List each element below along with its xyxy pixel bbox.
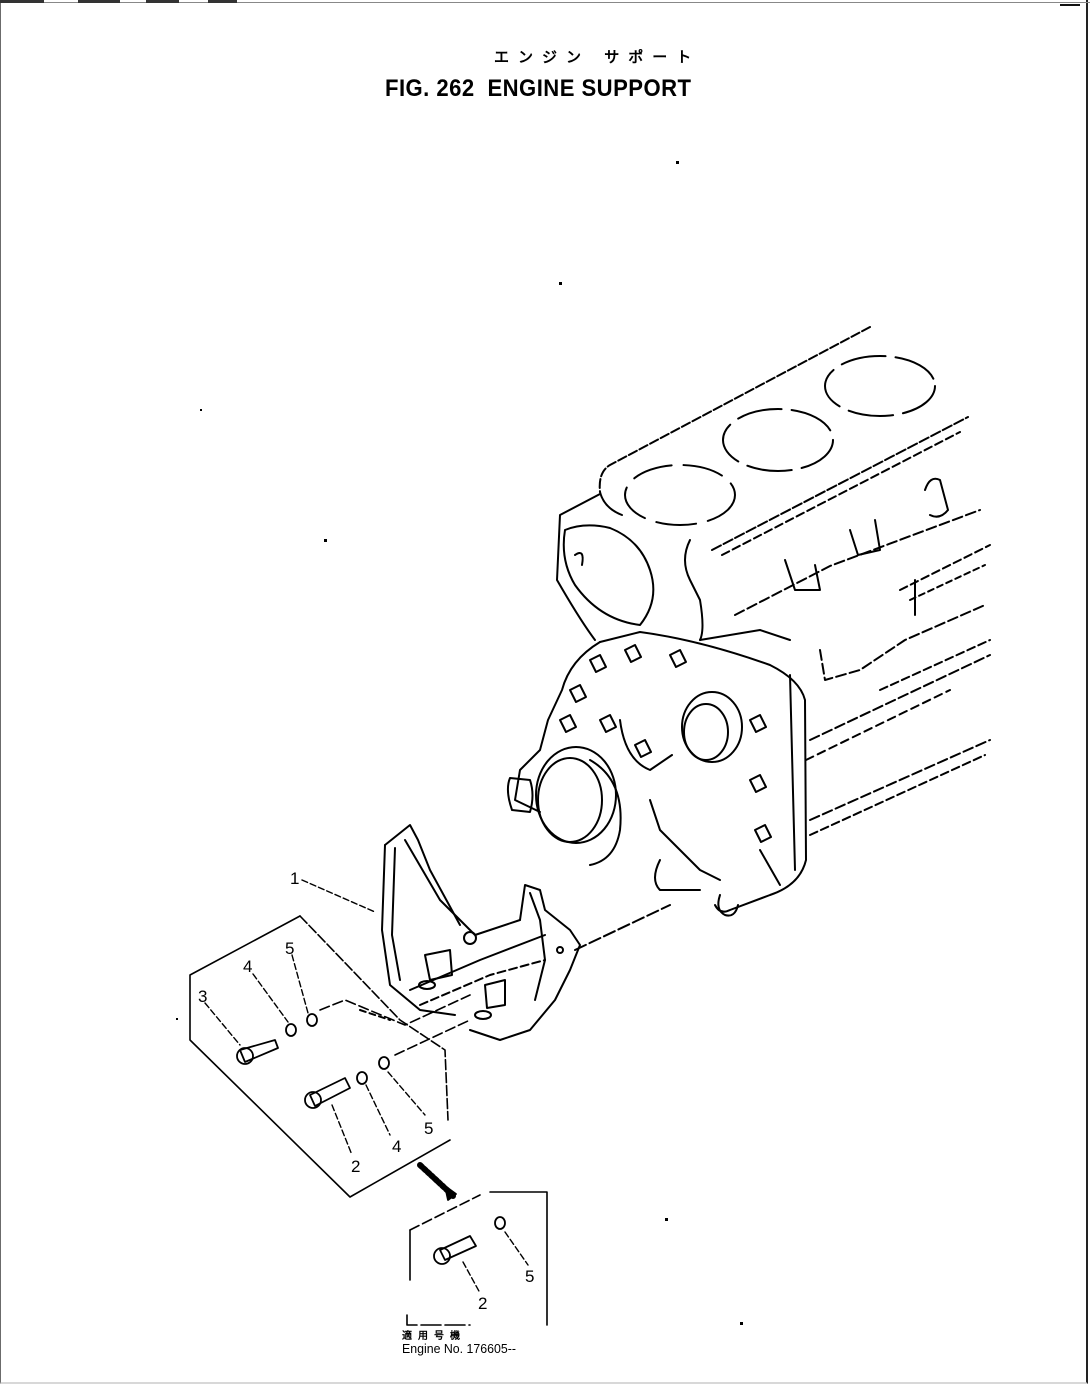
callout-5: 5: [525, 1267, 535, 1286]
top-border-segment: [208, 0, 237, 3]
callout-5: 5: [424, 1119, 434, 1138]
top-border: [0, 2, 1090, 3]
exploded-group-frame: [189, 915, 548, 1326]
japanese-title: エンジン サポート: [494, 48, 701, 66]
callout-2: 2: [478, 1294, 488, 1313]
engine-support-bracket: [359, 824, 671, 1041]
figure-title: FIG. 262 ENGINE SUPPORT: [385, 75, 691, 103]
top-border-segment: [146, 0, 179, 3]
top-border-segment: [78, 0, 120, 3]
top-border-segment: [0, 0, 44, 3]
callout-3: 3: [198, 987, 208, 1006]
figure-name: ENGINE SUPPORT: [487, 75, 692, 102]
corner-mark: [1060, 4, 1080, 6]
timing-gear-case: [506, 631, 807, 917]
fasteners: [236, 1013, 506, 1265]
figure-number: FIG. 262: [385, 75, 475, 102]
engine-block: [556, 326, 991, 836]
callout-4: 4: [243, 957, 253, 976]
applicable-serial-number: Engine No. 176605--: [402, 1341, 516, 1356]
callout-2: 2: [351, 1157, 361, 1176]
applicable-serial-label-japanese: 適用号機: [402, 1331, 466, 1342]
callout-leaders: [204, 879, 529, 1294]
callout-1: 1: [290, 869, 300, 888]
callout-5: 5: [285, 939, 295, 958]
callout-4: 4: [392, 1137, 402, 1156]
scan-specks: [176, 161, 743, 1325]
